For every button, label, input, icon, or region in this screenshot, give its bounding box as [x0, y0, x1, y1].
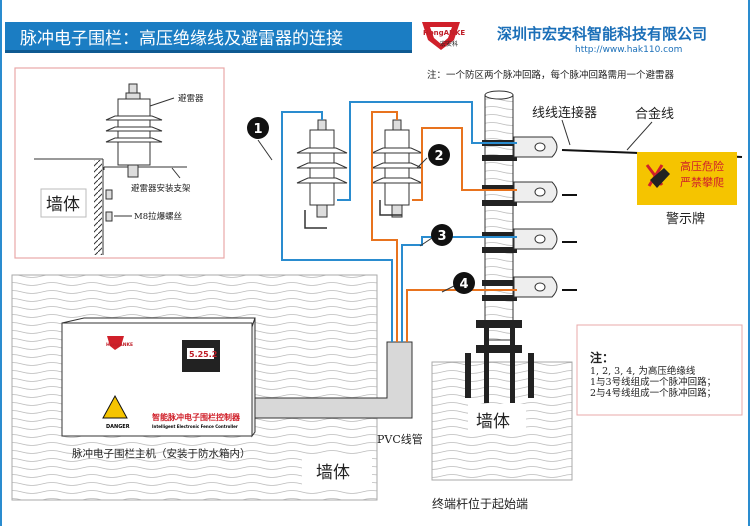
company-url: http://www.hak110.com — [575, 45, 682, 55]
wall-pole-label: 墙体 — [476, 412, 510, 432]
sign-text-1: 高压危险 — [680, 159, 724, 173]
wire-number-2: 2 — [416, 144, 450, 169]
controller-display: 5.25.2 — [189, 350, 217, 359]
header-note: 注：一个防区两个脉冲回路，每个脉冲回路需用一个避雷器 — [427, 69, 675, 81]
notes-line-2: 1与3号线组成一个脉冲回路； — [590, 376, 716, 388]
wall-left-label: 墙体 — [316, 463, 350, 483]
svg-text:Intelligent Electronic Fence C: Intelligent Electronic Fence Controller — [152, 424, 238, 429]
svg-text:HongANKE: HongANKE — [106, 342, 133, 348]
line-connector-label: 线线连接器 — [532, 105, 597, 121]
title-banner — [5, 22, 412, 52]
inset-arrester-mount: 墙体 避雷器 避雷器安装支架 M8拉爆螺丝 — [14, 67, 225, 259]
fence-controller: HongANKE 5.25.2 DANGER 智能脉冲电子围栏控制器 Intel… — [61, 317, 256, 438]
company-logo: HongANKE 宏安科 — [422, 22, 465, 50]
svg-text:1: 1 — [253, 122, 262, 137]
inset-bracket-label: 避雷器安装支架 — [131, 183, 191, 194]
svg-text:DANGER: DANGER — [106, 424, 130, 430]
wire-number-4: 4 — [441, 272, 475, 294]
sign-text-2: 严禁攀爬 — [680, 176, 724, 189]
inset-arrester-label: 避雷器 — [178, 93, 204, 104]
notes-line-1: 1, 2, 3, 4, 为高压绝缘线 — [590, 365, 696, 377]
svg-text:2: 2 — [434, 149, 443, 164]
notes-title: 注： — [590, 350, 614, 365]
host-label: 脉冲电子围栏主机（安装于防水箱内） — [72, 447, 251, 460]
inset-bolt-label: M8拉爆螺丝 — [134, 211, 183, 222]
arrester-1 — [296, 119, 348, 229]
page-title: 脉冲电子围栏：高压绝缘线及避雷器的连接 — [20, 29, 343, 49]
sign-label: 警示牌 — [666, 211, 705, 227]
pvc-label: PVC线管 — [377, 432, 423, 446]
notes-box: 注： 1, 2, 3, 4, 为高压绝缘线 1与3号线组成一个脉冲回路； 2与4… — [576, 324, 743, 416]
notes-line-3: 2与4号线组成一个脉冲回路； — [590, 387, 716, 399]
svg-text:4: 4 — [459, 277, 468, 292]
company-name: 深圳市宏安科智能科技有限公司 — [497, 25, 707, 43]
svg-text:3: 3 — [437, 229, 446, 244]
wire-number-1: 1 — [247, 117, 273, 161]
inset-wall-label: 墙体 — [46, 195, 80, 215]
pvc-conduit — [254, 341, 413, 419]
warning-sign: 高压危险 严禁攀爬 — [637, 152, 737, 205]
arrester-2 — [371, 119, 423, 218]
svg-text:HongANKE: HongANKE — [423, 29, 465, 37]
wire-number-3: 3 — [419, 224, 453, 247]
alloy-wire-label: 合金线 — [635, 106, 674, 122]
svg-text:宏安科: 宏安科 — [440, 40, 458, 48]
controller-name: 智能脉冲电子围栏控制器 — [152, 412, 241, 422]
terminal-note: 终端杆位于起始端 — [432, 496, 528, 511]
